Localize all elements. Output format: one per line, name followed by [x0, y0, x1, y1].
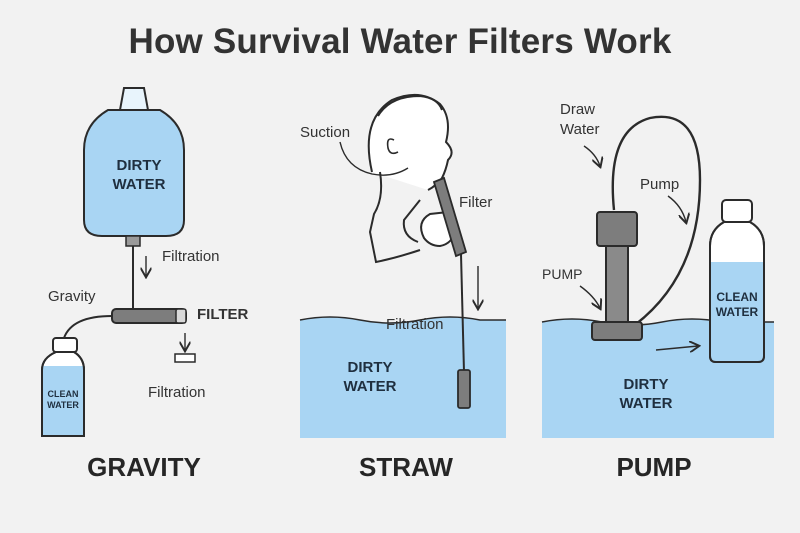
- pump-water-label-line-2: WATER: [619, 394, 673, 412]
- bag-nozzle: [125, 235, 141, 247]
- pump-label: Pump: [640, 176, 680, 193]
- pump-bottle-label-line-1: CLEAN: [716, 290, 758, 304]
- draw-water-arrow: [583, 145, 600, 166]
- straw-hose: [460, 253, 465, 373]
- inline-filter: [111, 308, 187, 324]
- pump-head: [596, 211, 638, 247]
- suction-arrow: [339, 141, 409, 176]
- pump-hose: [611, 115, 702, 331]
- pump-bottle-label-line-2: WATER: [715, 305, 759, 319]
- gravity-bottle-label-line-1: CLEAN: [47, 389, 79, 399]
- straw-filtration-label: Filtration: [386, 316, 444, 333]
- draw-water-label: Draw Water: [560, 100, 599, 139]
- pump-arrow: [667, 195, 686, 222]
- flow-to-bottle-arrow: [655, 346, 698, 350]
- pump-caps-arrow: [579, 285, 600, 308]
- gravity-bottle-label: CLEAN WATER: [40, 389, 86, 412]
- gravity-filtration-label-top: Filtration: [162, 248, 220, 265]
- section-label-straw: STRAW: [359, 452, 453, 482]
- bag-label: DIRTY WATER: [94, 157, 184, 195]
- draw-water-label-line-2: Water: [560, 120, 600, 138]
- gravity-filtration-label-bottom: Filtration: [148, 384, 206, 401]
- straw-water-label: DIRTY WATER: [320, 359, 420, 397]
- straw-water-label-line-2: WATER: [343, 377, 397, 395]
- pump-illustration: [541, 115, 774, 438]
- page-title: How Survival Water Filters Work: [128, 22, 672, 61]
- bottle-cap: [721, 199, 753, 223]
- bottle-water: [43, 366, 83, 435]
- pump-cylinder: [605, 245, 629, 325]
- gravity-label: Gravity: [48, 288, 96, 305]
- gravity-bottle-label-line-2: WATER: [47, 400, 79, 411]
- gravity-illustration: [41, 87, 196, 437]
- section-label-pump: PUMP: [616, 452, 692, 482]
- draw-water-label-line-1: Draw: [560, 101, 596, 118]
- dirty-water-pool: [300, 317, 506, 438]
- bottle-water: [711, 262, 763, 361]
- water-bag: [83, 109, 185, 237]
- drip-symbol: [174, 353, 196, 363]
- straw-water-label-line-1: DIRTY: [347, 359, 393, 376]
- straw-illustration: [299, 93, 506, 438]
- bag-cap: [118, 87, 150, 111]
- bag-label-line-1: DIRTY: [116, 157, 162, 174]
- person-body: [368, 171, 421, 264]
- bottle-neck: [52, 337, 78, 353]
- pump-caps-label: PUMP: [542, 266, 583, 282]
- pump-water-label-line-1: DIRTY: [623, 376, 669, 393]
- pump-bottle-label: CLEAN WATER: [708, 290, 766, 320]
- straw-filter: [432, 176, 468, 258]
- pump-water-label: DIRTY WATER: [596, 376, 696, 414]
- filter-label: FILTER: [197, 306, 249, 323]
- straw-filter-label: Filter: [459, 194, 493, 211]
- bottle-tube: [63, 315, 113, 339]
- filter-cap: [175, 308, 187, 324]
- suction-label: Suction: [300, 124, 351, 141]
- pump-base: [591, 321, 643, 341]
- section-label-gravity: GRAVITY: [87, 452, 201, 482]
- straw-intake: [457, 369, 471, 409]
- bag-label-line-2: WATER: [112, 175, 166, 193]
